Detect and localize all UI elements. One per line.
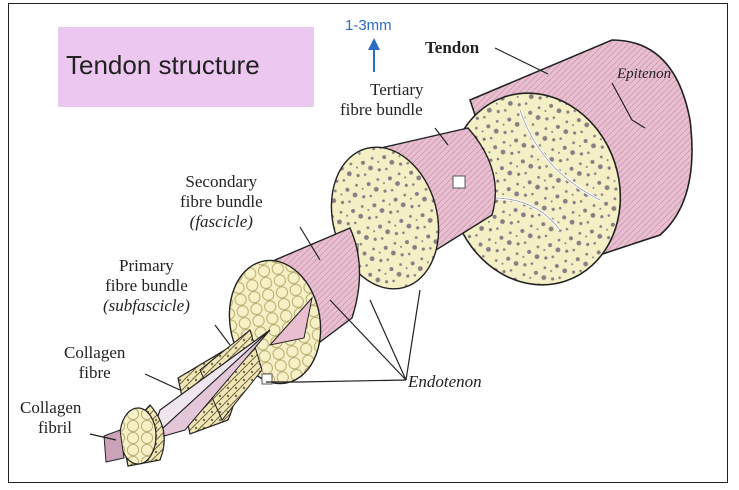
- label-endotenon: Endotenon: [408, 372, 482, 392]
- label-collagen-fibre: Collagen fibre: [64, 343, 125, 383]
- label-collagen-fibre-line1: Collagen: [64, 343, 125, 363]
- label-secondary-line2: fibre bundle: [180, 192, 263, 212]
- diagram-title: Tendon structure: [66, 50, 260, 81]
- label-secondary: Secondary fibre bundle (fascicle): [180, 172, 263, 232]
- collagen-fibril: [104, 405, 164, 466]
- label-collagen-fibril: Collagen fibril: [20, 398, 81, 438]
- label-primary-line2: fibre bundle: [103, 276, 190, 296]
- label-secondary-line1: Secondary: [180, 172, 263, 192]
- label-primary-line3: (subfascicle): [103, 296, 190, 316]
- label-tertiary-line1: Tertiary: [340, 80, 424, 100]
- label-collagen-fibril-line1: Collagen: [20, 398, 81, 418]
- label-secondary-line3: (fascicle): [180, 212, 263, 232]
- scale-annotation: 1-3mm: [345, 17, 392, 34]
- scale-arrow: [368, 38, 380, 72]
- label-primary-line1: Primary: [103, 256, 190, 276]
- label-epitenon: Epitenon: [617, 64, 671, 84]
- label-tertiary: Tertiary fibre bundle: [340, 80, 424, 120]
- label-tertiary-line2: fibre bundle: [340, 100, 424, 120]
- label-collagen-fibril-line2: fibril: [20, 418, 81, 438]
- label-tendon: Tendon: [425, 38, 479, 58]
- label-collagen-fibre-line2: fibre: [64, 363, 125, 383]
- label-primary: Primary fibre bundle (subfascicle): [103, 256, 190, 316]
